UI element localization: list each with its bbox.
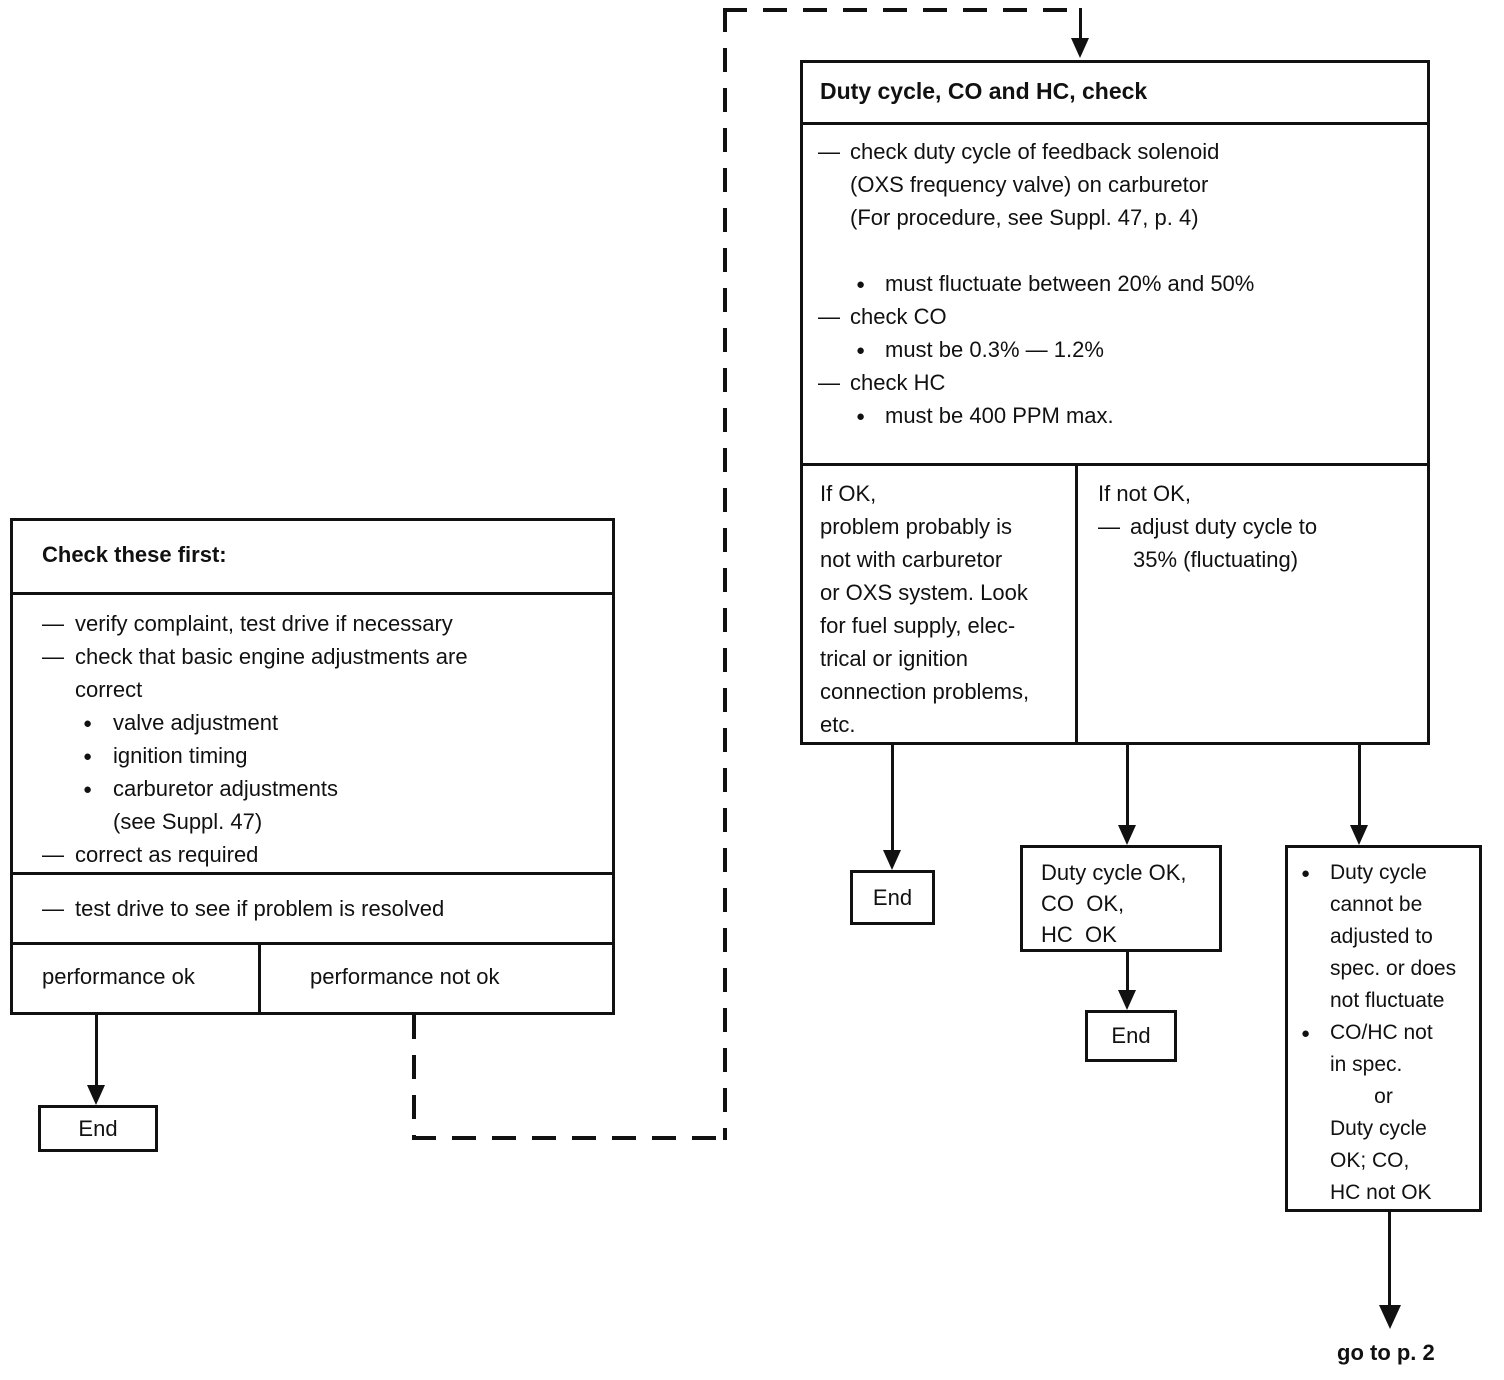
duty-item: —check HC <box>803 366 1427 399</box>
result-ok-box: Duty cycle OK, CO OK, HC OK <box>1020 845 1222 952</box>
bullet-marker: ● <box>83 748 93 765</box>
result-not-ok-line: ●CO/HC not <box>1288 1017 1479 1049</box>
if-not-ok-line: 35% (fluctuating) <box>1133 547 1299 572</box>
duty-cycle-box: Duty cycle, CO and HC, check —check duty… <box>800 60 1430 745</box>
if-not-ok-line: —adjust duty cycle to <box>1078 510 1427 543</box>
check-first-title: Check these first: <box>42 542 227 567</box>
result-not-ok-line: not fluctuate <box>1330 989 1445 1012</box>
duty-cycle-title: Duty cycle, CO and HC, check <box>820 78 1148 104</box>
duty-subitem: ●must be 400 PPM max. <box>803 399 1427 432</box>
bullet-marker: ● <box>83 715 93 732</box>
result-not-ok-line: spec. or does <box>1330 957 1457 980</box>
dash-marker: — <box>1098 514 1120 539</box>
bullet-marker: ● <box>856 276 866 293</box>
if-ok-line: problem probably is <box>820 514 1012 539</box>
arrow-perf-ok-head <box>87 1085 105 1105</box>
check-item: —correct as required <box>13 838 612 871</box>
if-ok-line: trical or ignition <box>820 646 968 671</box>
test-drive-row: —test drive to see if problem is resolve… <box>13 872 612 942</box>
arrow-okbox-end-line <box>1126 952 1129 992</box>
end-box-2: End <box>850 870 935 925</box>
if-ok-line: etc. <box>820 712 856 737</box>
result-not-ok-line: HC not OK <box>1330 1181 1432 1204</box>
dash-marker: — <box>42 842 64 867</box>
if-not-ok-cell: If not OK, —adjust duty cycle to 35% (fl… <box>1078 466 1427 742</box>
bullet-marker: ● <box>856 408 866 425</box>
dashed-connector-bottom <box>412 1136 727 1140</box>
result-not-ok-line: Duty cycle <box>1330 1117 1427 1140</box>
result-not-ok-box: ●Duty cycle cannot be adjusted to spec. … <box>1285 845 1482 1212</box>
result-ok-line: HC OK <box>1041 922 1117 947</box>
duty-subitem: ●must fluctuate between 20% and 50% <box>803 267 1427 300</box>
check-item-continuation: correct <box>75 677 143 702</box>
bullet-marker: ● <box>1301 865 1311 882</box>
test-drive-item: —test drive to see if problem is resolve… <box>13 892 612 925</box>
dashed-connector-down <box>412 1015 416 1140</box>
check-subitem-continuation: (see Suppl. 47) <box>113 809 263 834</box>
performance-not-ok-cell: performance not ok <box>310 964 500 989</box>
end-box-1: End <box>38 1105 158 1152</box>
duty-item: —check duty cycle of feedback solenoid <box>803 135 1427 168</box>
dash-marker: — <box>818 370 840 395</box>
result-not-ok-line: cannot be <box>1330 893 1423 916</box>
duty-cycle-body: —check duty cycle of feedback solenoid (… <box>803 125 1427 463</box>
if-ok-cell: If OK, problem probably is not with carb… <box>803 466 1078 742</box>
arrow-okbox-end-head <box>1118 990 1136 1010</box>
result-not-ok-line: adjusted to <box>1330 925 1433 948</box>
arrow-perf-ok-line <box>95 1015 98 1087</box>
duty-cycle-header: Duty cycle, CO and HC, check <box>803 63 1427 125</box>
arrow-into-duty-line <box>1079 8 1082 40</box>
spacer <box>803 234 1427 267</box>
duty-item-continuation: (OXS frequency valve) on carburetor <box>850 172 1209 197</box>
end-box-3: End <box>1085 1010 1177 1062</box>
result-ok-line: Duty cycle OK, <box>1041 860 1187 885</box>
arrow-goto-line <box>1388 1212 1391 1307</box>
check-first-header: Check these first: <box>13 521 612 595</box>
result-not-ok-line: in spec. <box>1330 1053 1403 1076</box>
performance-row: performance ok performance not ok <box>13 942 612 1012</box>
if-ok-line: or OXS system. Look <box>820 580 1028 605</box>
performance-ok-cell: performance ok <box>13 945 261 1012</box>
dash-marker: — <box>42 896 64 921</box>
dashed-connector-top <box>723 8 1082 12</box>
arrow-okresult-head <box>1118 825 1136 845</box>
duty-result-row: If OK, problem probably is not with carb… <box>803 463 1427 742</box>
bullet-marker: ● <box>856 342 866 359</box>
result-not-ok-line: ●Duty cycle <box>1288 857 1479 889</box>
check-subitem: ●ignition timing <box>13 739 612 772</box>
duty-subitem: ●must be 0.3% — 1.2% <box>803 333 1427 366</box>
dash-marker: — <box>818 139 840 164</box>
arrow-goto-head <box>1379 1305 1401 1329</box>
result-not-ok-line: or <box>1374 1085 1393 1108</box>
check-first-body: —verify complaint, test drive if necessa… <box>13 595 612 872</box>
check-subitem: ●valve adjustment <box>13 706 612 739</box>
arrow-ifok-line <box>891 745 894 852</box>
arrow-into-duty-head <box>1071 38 1089 58</box>
if-not-ok-line: If not OK, <box>1098 481 1191 506</box>
dash-marker: — <box>818 304 840 329</box>
check-item: —verify complaint, test drive if necessa… <box>13 607 612 640</box>
dash-marker: — <box>42 611 64 636</box>
if-ok-line: If OK, <box>820 481 877 506</box>
dashed-connector-up <box>723 8 727 1140</box>
dash-marker: — <box>42 644 64 669</box>
duty-item-continuation: (For procedure, see Suppl. 47, p. 4) <box>850 205 1199 230</box>
bullet-marker: ● <box>83 781 93 798</box>
arrow-ifok-head <box>883 850 901 870</box>
arrow-notok-head <box>1350 825 1368 845</box>
duty-item: —check CO <box>803 300 1427 333</box>
arrow-notok-line <box>1358 745 1361 827</box>
goto-page-label: go to p. 2 <box>1337 1340 1435 1365</box>
arrow-okresult-line <box>1126 745 1129 827</box>
result-not-ok-line: OK; CO, <box>1330 1149 1410 1172</box>
result-ok-line: CO OK, <box>1041 891 1125 916</box>
check-item: —check that basic engine adjustments are <box>13 640 612 673</box>
if-ok-line: connection problems, <box>820 679 1030 704</box>
if-ok-line: for fuel supply, elec- <box>820 613 1016 638</box>
check-first-box: Check these first: —verify complaint, te… <box>10 518 615 1015</box>
bullet-marker: ● <box>1301 1025 1311 1042</box>
if-ok-line: not with carburetor <box>820 547 1003 572</box>
check-subitem: ●carburetor adjustments <box>13 772 612 805</box>
